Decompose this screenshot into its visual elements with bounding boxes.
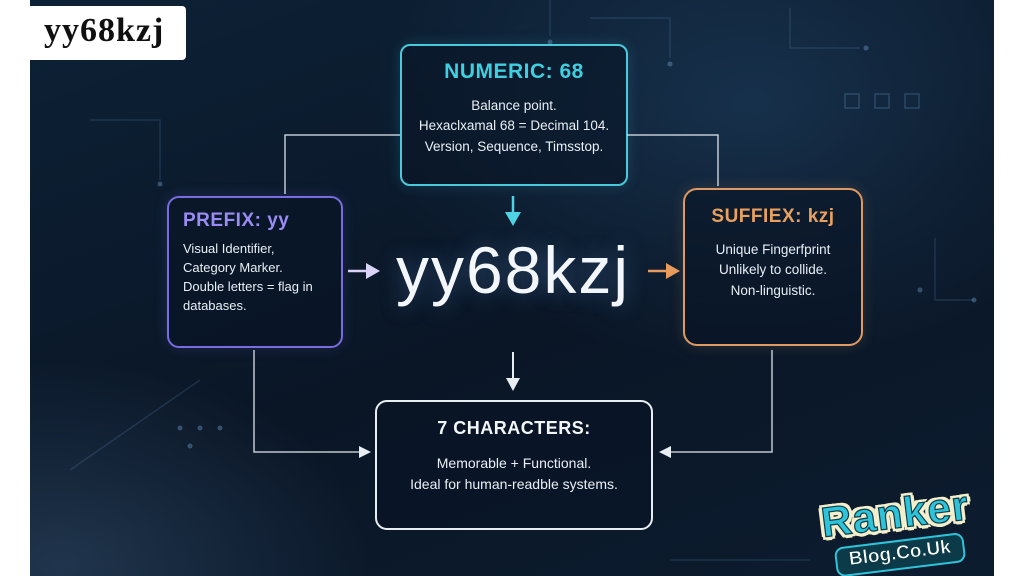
prefix-box: PREFIX: yy Visual Identifier, Category M… [167, 196, 343, 348]
brand-logo: Ranker Blog.Co.Uk [798, 479, 994, 576]
prefix-line: Visual Identifier, [183, 241, 275, 256]
circuit-dot [667, 61, 673, 67]
prefix-title: PREFIX: yy [183, 210, 290, 231]
suffix-title: SUFFIEX: kzj [711, 206, 835, 227]
circuit-trace [69, 379, 201, 471]
circuit-dot [187, 443, 193, 449]
suffix-body: Unique Fingerfprint Unlikely to collide.… [685, 240, 861, 301]
characters-title: 7 CHARACTERS: [437, 418, 591, 438]
circuit-trace [90, 119, 161, 180]
circuit-node-square [904, 93, 920, 109]
circuit-dot [971, 297, 977, 303]
characters-body: Memorable + Functional. Ideal for human-… [377, 453, 651, 495]
prefix-body: Visual Identifier, Category Marker. Doub… [169, 240, 341, 315]
circuit-trace [789, 8, 860, 49]
prefix-line: Double letters = flag in [183, 278, 313, 294]
infographic-canvas: yy68kzj NUMERIC: 68 Balance point. Hexac… [30, 0, 994, 576]
numeric-line: Balance point. [471, 98, 557, 113]
suffix-line: Unique Fingerfprint [715, 242, 831, 257]
circuit-dot [177, 425, 183, 431]
numeric-title: NUMERIC: 68 [444, 60, 584, 83]
arrowhead-numeric-to-center [505, 212, 521, 226]
watermark-label: yy68kzj [30, 6, 187, 60]
prefix-line: Category Marker. [183, 259, 283, 275]
numeric-line: Version, Sequence, Timsstop. [424, 138, 604, 154]
suffix-line: Non-linguistic. [730, 282, 816, 298]
connector-prefix-to-characters [253, 350, 359, 453]
connector-suffix-to-characters [671, 350, 773, 453]
prefix-line: databases. [183, 297, 247, 313]
connector-numeric-to-prefix [284, 134, 400, 194]
circuit-dot [197, 425, 203, 431]
circuit-dot [917, 287, 923, 293]
connector-numeric-to-suffix [627, 134, 719, 186]
numeric-box: NUMERIC: 68 Balance point. Hexaclxamal 6… [400, 44, 628, 186]
characters-line: Memorable + Functional. [436, 455, 592, 471]
circuit-trace [934, 238, 974, 301]
arrowhead-characters-left [359, 446, 371, 458]
circuit-dot [863, 45, 869, 51]
center-code: yy68kzj [395, 233, 631, 307]
characters-line: Ideal for human-readble systems. [410, 476, 618, 492]
numeric-body: Balance point. Hexaclxamal 68 = Decimal … [402, 96, 626, 157]
numeric-line: Hexaclxamal 68 = Decimal 104. [418, 118, 610, 134]
suffix-line: Unlikely to collide. [718, 262, 828, 278]
characters-box: 7 CHARACTERS: Memorable + Functional. Id… [375, 400, 653, 530]
arrowhead-characters-right [659, 446, 671, 458]
suffix-box: SUFFIEX: kzj Unique Fingerfprint Unlikel… [683, 188, 863, 346]
arrowhead-center-to-characters [506, 378, 520, 391]
circuit-node-square [844, 93, 860, 109]
circuit-dot [217, 425, 223, 431]
circuit-dot [157, 181, 163, 187]
circuit-node-square [874, 93, 890, 109]
